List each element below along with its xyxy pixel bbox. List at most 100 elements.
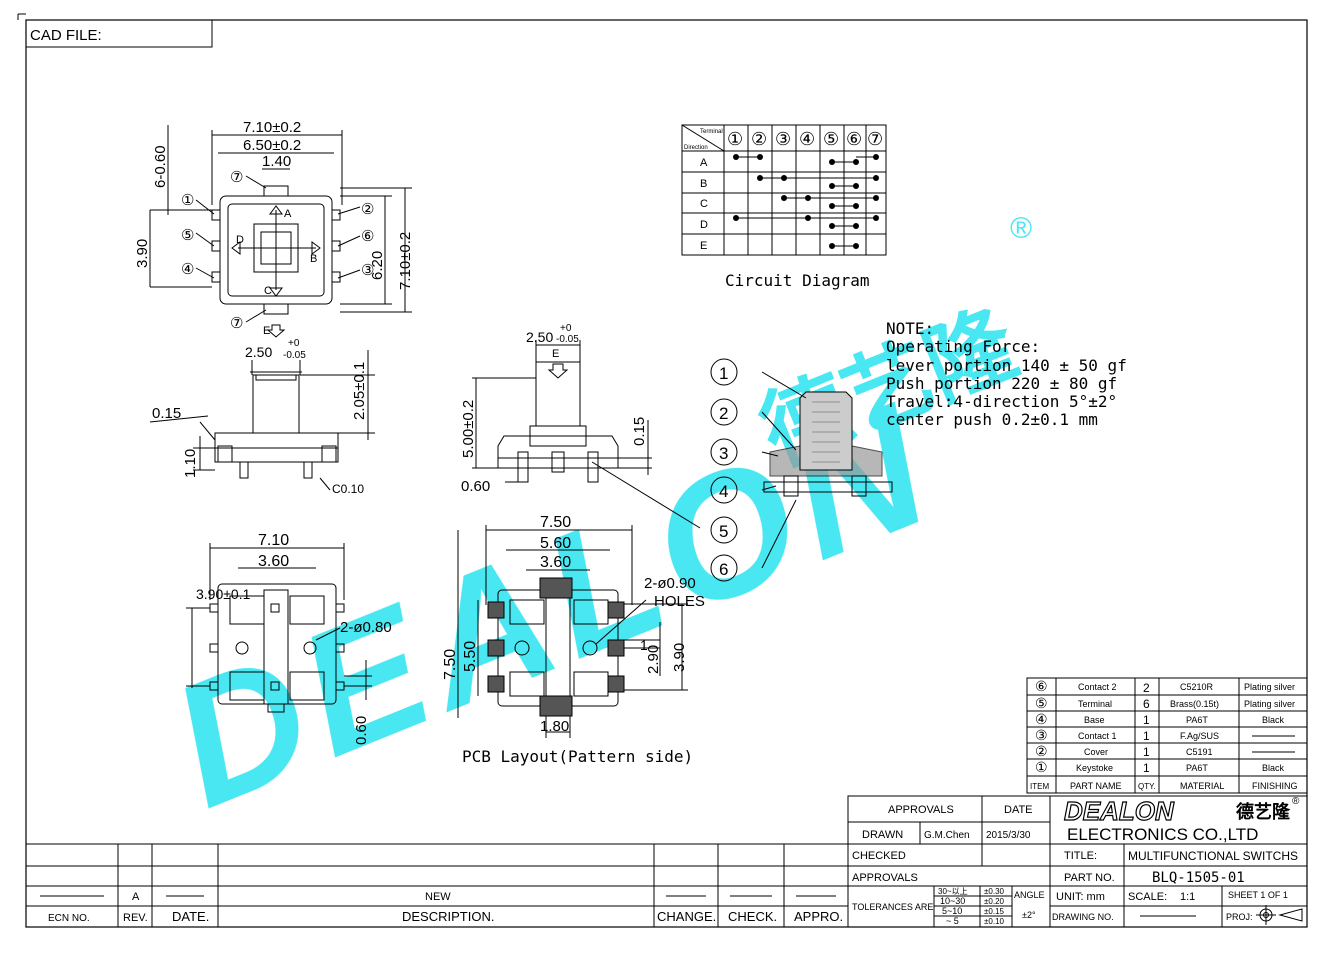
tb-title-label: TITLE: (1064, 850, 1097, 862)
label-terminal-2: ② (361, 201, 374, 218)
tb-angle-label: ANGLE (1014, 890, 1045, 900)
bom-item-2: ⑤ (1035, 695, 1048, 711)
bom-qty-5: 1 (1143, 745, 1150, 759)
dim-side-base: 1.10 (182, 449, 199, 478)
label-terminal-7-top: ⑦ (230, 169, 243, 186)
bom-finishing-1: Plating silver (1244, 682, 1295, 692)
dim-side-tol-lower: -0.05 (283, 350, 306, 361)
bom-name-6: Keystoke (1076, 763, 1113, 773)
callout-1-num: 1 (719, 364, 728, 383)
note-line-4: Travel:4-direction 5°±2° (886, 392, 1117, 411)
revision-text: A NEW ECN NO. REV. DATE. DESCRIPTION. CH… (48, 891, 843, 924)
tb-unit: UNIT: mm (1056, 891, 1105, 903)
bom-name-3: Base (1084, 715, 1105, 725)
tb-tol-range-3: 5~10 (942, 906, 962, 916)
rev-label-desc: DESCRIPTION. (402, 909, 494, 924)
tb-approvals-label: APPROVALS (852, 872, 918, 884)
tb-tol-range-4: ~ 5 (946, 916, 959, 926)
label-terminal-1: ① (181, 192, 194, 209)
circuit-col-1: ① (727, 129, 743, 149)
dim-front-tol-lower: -0.05 (556, 334, 579, 345)
label-terminal-5: ⑤ (181, 227, 194, 244)
dim-top-right-inner: 6.20 (369, 251, 386, 280)
tb-tol-range-1: 30~以上 (938, 887, 968, 896)
dim-top-width-inner: 6.50±0.2 (243, 137, 301, 154)
rev-label-check: CHECK. (728, 909, 777, 924)
bom-header-finishing: FINISHING (1252, 781, 1298, 791)
dim-top-left-vertical: 6-0.60 (152, 145, 169, 188)
bom-material-4: F.Ag/SUS (1180, 731, 1219, 741)
bom-header-qty: QTY. (1138, 782, 1156, 791)
title-block-text: APPROVALS DATE DRAWN G.M.Chen 2015/3/30 … (852, 795, 1303, 926)
bottom-view-labels: 7.10 3.60 3.90±0.1 2-ø0.80 0.60 (196, 532, 392, 745)
bom-qty-2: 6 (1143, 697, 1150, 711)
cad-file-label: CAD FILE: (30, 27, 102, 44)
bom-item-3: ④ (1035, 711, 1048, 727)
dim-front-lever: 0.15 (631, 417, 648, 446)
tb-tol-value-1: ±0.30 (984, 887, 1005, 896)
bom-material-1: C5210R (1180, 682, 1214, 692)
top-view-labels: 7.10±0.2 6.50±0.2 1.40 6-0.60 3.90 6.20 … (134, 119, 414, 337)
label-terminal-6: ⑥ (361, 228, 374, 245)
note-line-3: Push portion 220 ± 80 gf (886, 374, 1117, 393)
front-view-labels: 2.50 +0 -0.05 E 5.00±0.2 0.15 0.60 (460, 323, 648, 495)
dim-side-height: 2.05±0.1 (351, 362, 368, 420)
tb-drawn-by: G.M.Chen (924, 830, 970, 841)
dim-top-right-outer: 7.10±0.2 (397, 232, 414, 290)
dim-side-thickness: 0.15 (152, 405, 181, 422)
circuit-row-d: D (700, 219, 708, 231)
tb-tol-value-4: ±0.10 (984, 917, 1005, 926)
tb-angle-value: ±2° (1022, 910, 1036, 920)
projection-symbol-icon (1256, 905, 1303, 925)
tb-tol-value-3: ±0.15 (984, 907, 1005, 916)
dim-front-tol-upper: +0 (560, 323, 572, 334)
tb-approvals-header: APPROVALS (888, 804, 954, 816)
tb-tolerances-label: TOLERANCES ARE (852, 902, 933, 912)
tb-company-logo: DEALON (1064, 796, 1175, 826)
dim-front-height: 5.00±0.2 (460, 400, 477, 458)
tb-tol-range-2: 10~30 (940, 896, 965, 906)
tb-checked-label: CHECKED (852, 850, 906, 862)
bom-text: ⑥ Contact 2 2 C5210R Plating silver ⑤ Te… (1030, 678, 1298, 791)
tb-company-name: ELECTRONICS CO.,LTD (1067, 825, 1258, 844)
dim-pcb-holes-label: HOLES (654, 593, 705, 610)
dim-bottom-width: 7.10 (258, 532, 289, 549)
dim-top-left-pitch: 3.90 (134, 239, 151, 268)
callout-6-num: 6 (719, 560, 728, 579)
circuit-caption: Circuit Diagram (725, 271, 870, 290)
circuit-col-7: ⑦ (867, 129, 883, 149)
callout-3-num: 3 (719, 444, 728, 463)
pcb-layout (457, 525, 688, 738)
pcb-pads (487, 577, 625, 717)
circuit-row-a: A (700, 157, 708, 169)
dim-bottom-holes: 2-ø0.80 (340, 619, 392, 636)
dir-b: B (310, 253, 317, 265)
pcb-caption: PCB Layout(Pattern side) (462, 747, 693, 766)
tb-part-no-label: PART NO. (1064, 872, 1115, 884)
tb-date-header: DATE (1004, 804, 1033, 816)
tb-drawn-date: 2015/3/30 (986, 830, 1031, 841)
bom-material-5: C5191 (1186, 747, 1213, 757)
bom-name-1: Contact 2 (1078, 682, 1117, 692)
dim-side-actuator: 2.50 (245, 344, 272, 360)
callout-5-num: 5 (719, 522, 728, 541)
rev-desc-value: NEW (425, 891, 451, 903)
dim-front-leg: 0.60 (461, 478, 490, 495)
bom-qty-3: 1 (1143, 713, 1150, 727)
pcb-labels: 7.50 5.60 3.60 7.50 5.50 2-ø0.90 HOLES 2… (442, 514, 705, 766)
circuit-header-direction: Direction (684, 145, 708, 151)
circuit-col-2: ② (751, 129, 767, 149)
dim-pcb-one: 1 (640, 637, 648, 653)
note-block: NOTE: Operating Force: lever portion 140… (886, 319, 1127, 429)
note-line-2: lever portion 140 ± 50 gf (886, 356, 1127, 375)
bottom-view (186, 543, 372, 713)
section-view (761, 371, 893, 569)
bom-qty-4: 1 (1143, 729, 1150, 743)
side-view-labels: 2.50 +0 -0.05 2.05±0.1 0.15 1.10 C0.10 (152, 338, 368, 496)
bom-item-1: ⑥ (1035, 678, 1048, 694)
dim-side-tol-upper: +0 (288, 338, 300, 349)
bom-table (1026, 677, 1308, 794)
bom-name-4: Contact 1 (1078, 731, 1117, 741)
rev-label-appro: APPRO. (794, 909, 843, 924)
